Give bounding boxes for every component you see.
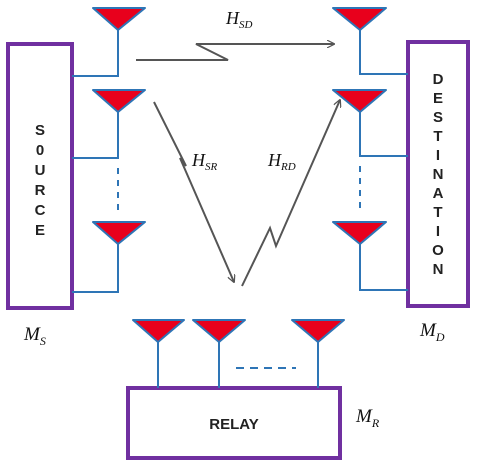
source-label-letter: C xyxy=(35,202,46,219)
relay-antenna-2 xyxy=(192,319,246,388)
destination-label-letter: A xyxy=(433,185,444,202)
ms-label: MS xyxy=(23,324,46,348)
md-label: MD xyxy=(419,320,445,344)
hrd-arrow xyxy=(241,100,340,287)
relay-antenna-n xyxy=(291,319,345,388)
destination-label-letter: I xyxy=(436,147,440,164)
destination-antenna-n xyxy=(332,221,408,291)
destination-label-letter: N xyxy=(433,261,444,278)
destination-label-letter: N xyxy=(433,166,444,183)
source-label-letter: U xyxy=(35,162,46,179)
hsr-label: HSR xyxy=(191,150,218,173)
destination-label-letter: T xyxy=(433,204,442,221)
source-label-letter: S xyxy=(35,122,45,139)
destination-box xyxy=(406,40,470,308)
destination-label-letter: D xyxy=(433,71,444,88)
destination-label-letter: I xyxy=(436,223,440,240)
hsd-label: HSD xyxy=(225,8,253,31)
source-antenna-2 xyxy=(72,89,146,159)
source-label-letter: R xyxy=(35,182,46,199)
hrd-label: HRD xyxy=(267,150,296,173)
destination-label-letter: S xyxy=(433,109,443,126)
source-label-letter: E xyxy=(35,222,45,239)
source-label-letter: 0 xyxy=(36,142,44,159)
hsr-arrow xyxy=(153,101,234,282)
mr-label: MR xyxy=(355,406,380,430)
hsd-arrow xyxy=(136,44,334,61)
source-antenna-1 xyxy=(72,7,146,77)
source-antenna-n xyxy=(72,221,146,293)
source-box xyxy=(6,42,74,310)
relay-box xyxy=(126,386,342,460)
destination-label-letter: O xyxy=(432,242,444,259)
destination-antenna-1 xyxy=(332,7,408,75)
destination-antenna-2 xyxy=(332,89,408,157)
relay-antenna-1 xyxy=(132,319,185,388)
destination-label-letter: T xyxy=(433,128,442,145)
destination-label-letter: E xyxy=(433,90,443,107)
relay-label: RELAY xyxy=(209,416,258,433)
